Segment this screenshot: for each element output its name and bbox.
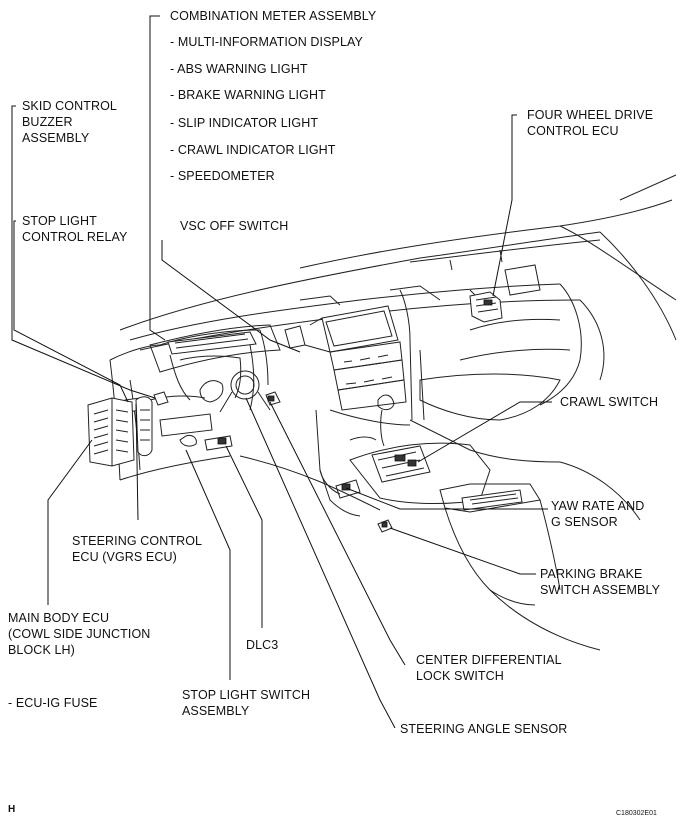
label-combination-meter: COMBINATION METER ASSEMBLY xyxy=(170,9,377,23)
label-vsc-off-switch: VSC OFF SWITCH xyxy=(180,219,289,233)
label-yaw-sensor-line: G SENSOR xyxy=(551,515,618,529)
label-stop-switch-line: ASSEMBLY xyxy=(182,704,250,718)
label-dlc3: DLC3 xyxy=(246,638,279,652)
label-main-body-ecu-line: (COWL SIDE JUNCTION xyxy=(8,627,151,641)
label-meter-item: - BRAKE WARNING LIGHT xyxy=(170,88,326,102)
label-stop-relay-line: CONTROL RELAY xyxy=(22,230,128,244)
label-4wd-ecu-line: FOUR WHEEL DRIVE xyxy=(527,108,654,122)
label-steering-ecu-line: ECU (VGRS ECU) xyxy=(72,550,177,564)
corner-letter: H xyxy=(8,804,16,815)
label-yaw-sensor-line: YAW RATE AND xyxy=(551,499,645,513)
label-stop-relay-line: STOP LIGHT xyxy=(22,214,97,228)
label-meter-item: - ABS WARNING LIGHT xyxy=(170,62,308,76)
label-steering-angle-sensor: STEERING ANGLE SENSOR xyxy=(400,722,568,736)
label-steering-ecu-line: STEERING CONTROL xyxy=(72,534,203,548)
label-main-body-ecu-line: BLOCK LH) xyxy=(8,643,75,657)
label-center-diff-line: LOCK SWITCH xyxy=(416,669,504,683)
label-center-diff-line: CENTER DIFFERENTIAL xyxy=(416,653,562,667)
label-parking-brake-line: SWITCH ASSEMBLY xyxy=(540,583,661,597)
label-4wd-ecu-line: CONTROL ECU xyxy=(527,124,619,138)
figure-code: C180302E01 xyxy=(616,810,657,817)
label-ecu-ig-fuse: - ECU-IG FUSE xyxy=(8,696,98,710)
label-meter-item: - SPEEDOMETER xyxy=(170,169,275,183)
label-crawl-switch: CRAWL SWITCH xyxy=(560,395,659,409)
label-skid-buzzer-line: ASSEMBLY xyxy=(22,131,90,145)
label-meter-item: - SLIP INDICATOR LIGHT xyxy=(170,116,319,130)
label-skid-buzzer-line: SKID CONTROL xyxy=(22,99,117,113)
label-meter-item: - MULTI-INFORMATION DISPLAY xyxy=(170,35,363,49)
label-main-body-ecu-line: MAIN BODY ECU xyxy=(8,611,110,625)
label-skid-buzzer-line: BUZZER xyxy=(22,115,73,129)
label-stop-switch-line: STOP LIGHT SWITCH xyxy=(182,688,311,702)
label-meter-item: - CRAWL INDICATOR LIGHT xyxy=(170,143,336,157)
label-parking-brake-line: PARKING BRAKE xyxy=(540,567,643,581)
